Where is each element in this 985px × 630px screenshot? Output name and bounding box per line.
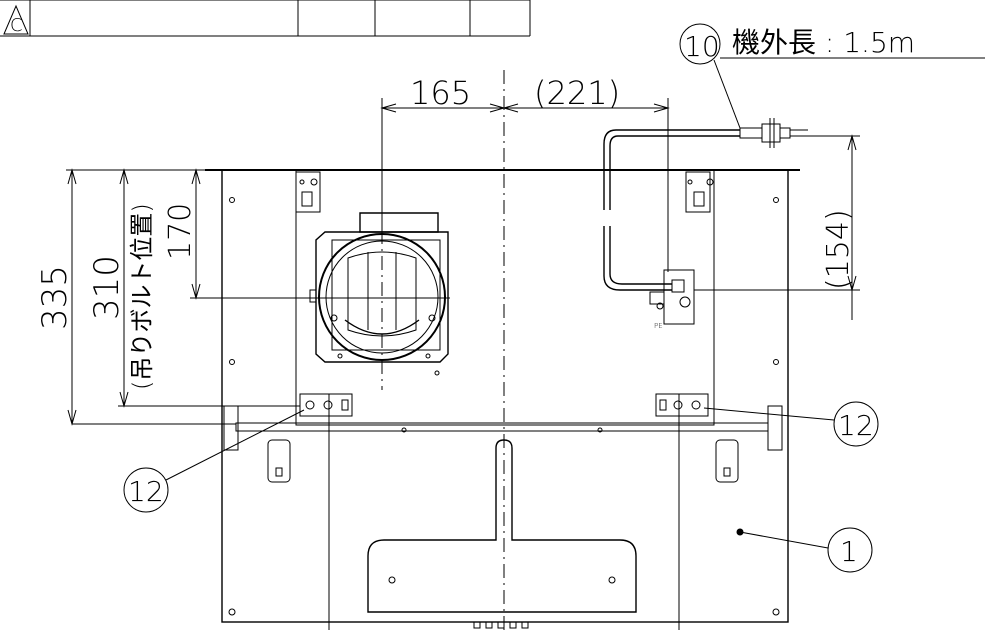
dim-bolt-note: (吊りボルト位置) — [128, 203, 156, 390]
side-latches — [228, 439, 780, 616]
dim-335: 335 — [35, 265, 75, 330]
top-bracket-right — [685, 171, 714, 213]
plug-icon — [739, 118, 808, 148]
revision-mark: C — [10, 15, 23, 36]
dim-310: 310 — [87, 255, 127, 320]
callout-12-left-number: 12 — [128, 475, 164, 508]
filter-panel — [367, 439, 637, 613]
ground-label: PE — [654, 322, 663, 330]
revision-triangle-icon — [3, 4, 29, 35]
power-cord: PE — [603, 129, 740, 330]
hanger-bracket-right — [655, 393, 709, 417]
hanger-bracket-left — [299, 393, 353, 417]
revision-table: C — [0, 0, 531, 37]
callout-12-right-number: 12 — [838, 409, 874, 442]
dim-left: 335 310 (吊りボルト位置) 170 — [35, 168, 318, 426]
callout-10-number: 10 — [684, 30, 720, 63]
callout-body: 1 — [736, 527, 873, 573]
callout-1-number: 1 — [840, 535, 858, 568]
bottom-teeth — [473, 621, 529, 629]
callout-hanger-left: 12 — [123, 409, 305, 513]
callout-hanger-right: 12 — [703, 401, 879, 447]
dim-221: (221) — [534, 74, 620, 112]
hood-body — [205, 169, 800, 623]
duct-adapter — [309, 212, 449, 363]
dim-top: 165 (221) — [380, 74, 670, 272]
callout-cord: 10 機外長 : 1.5m — [679, 23, 985, 129]
dim-170: 170 — [163, 203, 198, 260]
dim-154: (154) — [821, 209, 856, 290]
dim-right: (154) — [694, 134, 860, 320]
callout-10-label: 機外長 : 1.5m — [732, 26, 915, 59]
dim-165: 165 — [410, 74, 471, 112]
side-tab-right — [767, 405, 783, 451]
top-bracket-left — [295, 171, 321, 213]
